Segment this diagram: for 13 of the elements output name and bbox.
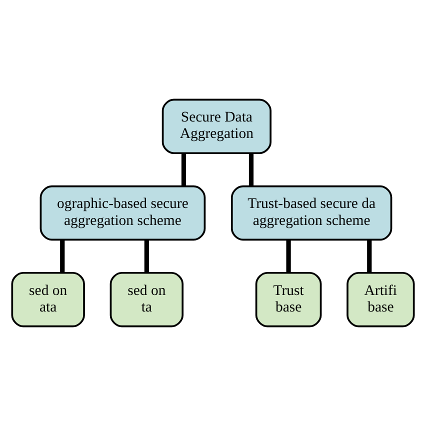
node-box: Trust base bbox=[255, 272, 322, 328]
node-box: ographic-based secure aggregation scheme bbox=[40, 185, 206, 241]
connector bbox=[248, 153, 254, 186]
node-box: Artifi base bbox=[346, 272, 415, 328]
node-box: sed on ata bbox=[11, 272, 85, 328]
node-box: Secure Data Aggregation bbox=[162, 98, 272, 154]
connector bbox=[367, 240, 372, 273]
connector bbox=[60, 240, 65, 273]
node-box: sed on ta bbox=[110, 272, 184, 328]
connector bbox=[144, 240, 149, 273]
connector bbox=[286, 240, 291, 273]
connector bbox=[181, 153, 186, 186]
node-box: Trust-based secure da aggregation scheme bbox=[230, 185, 392, 241]
